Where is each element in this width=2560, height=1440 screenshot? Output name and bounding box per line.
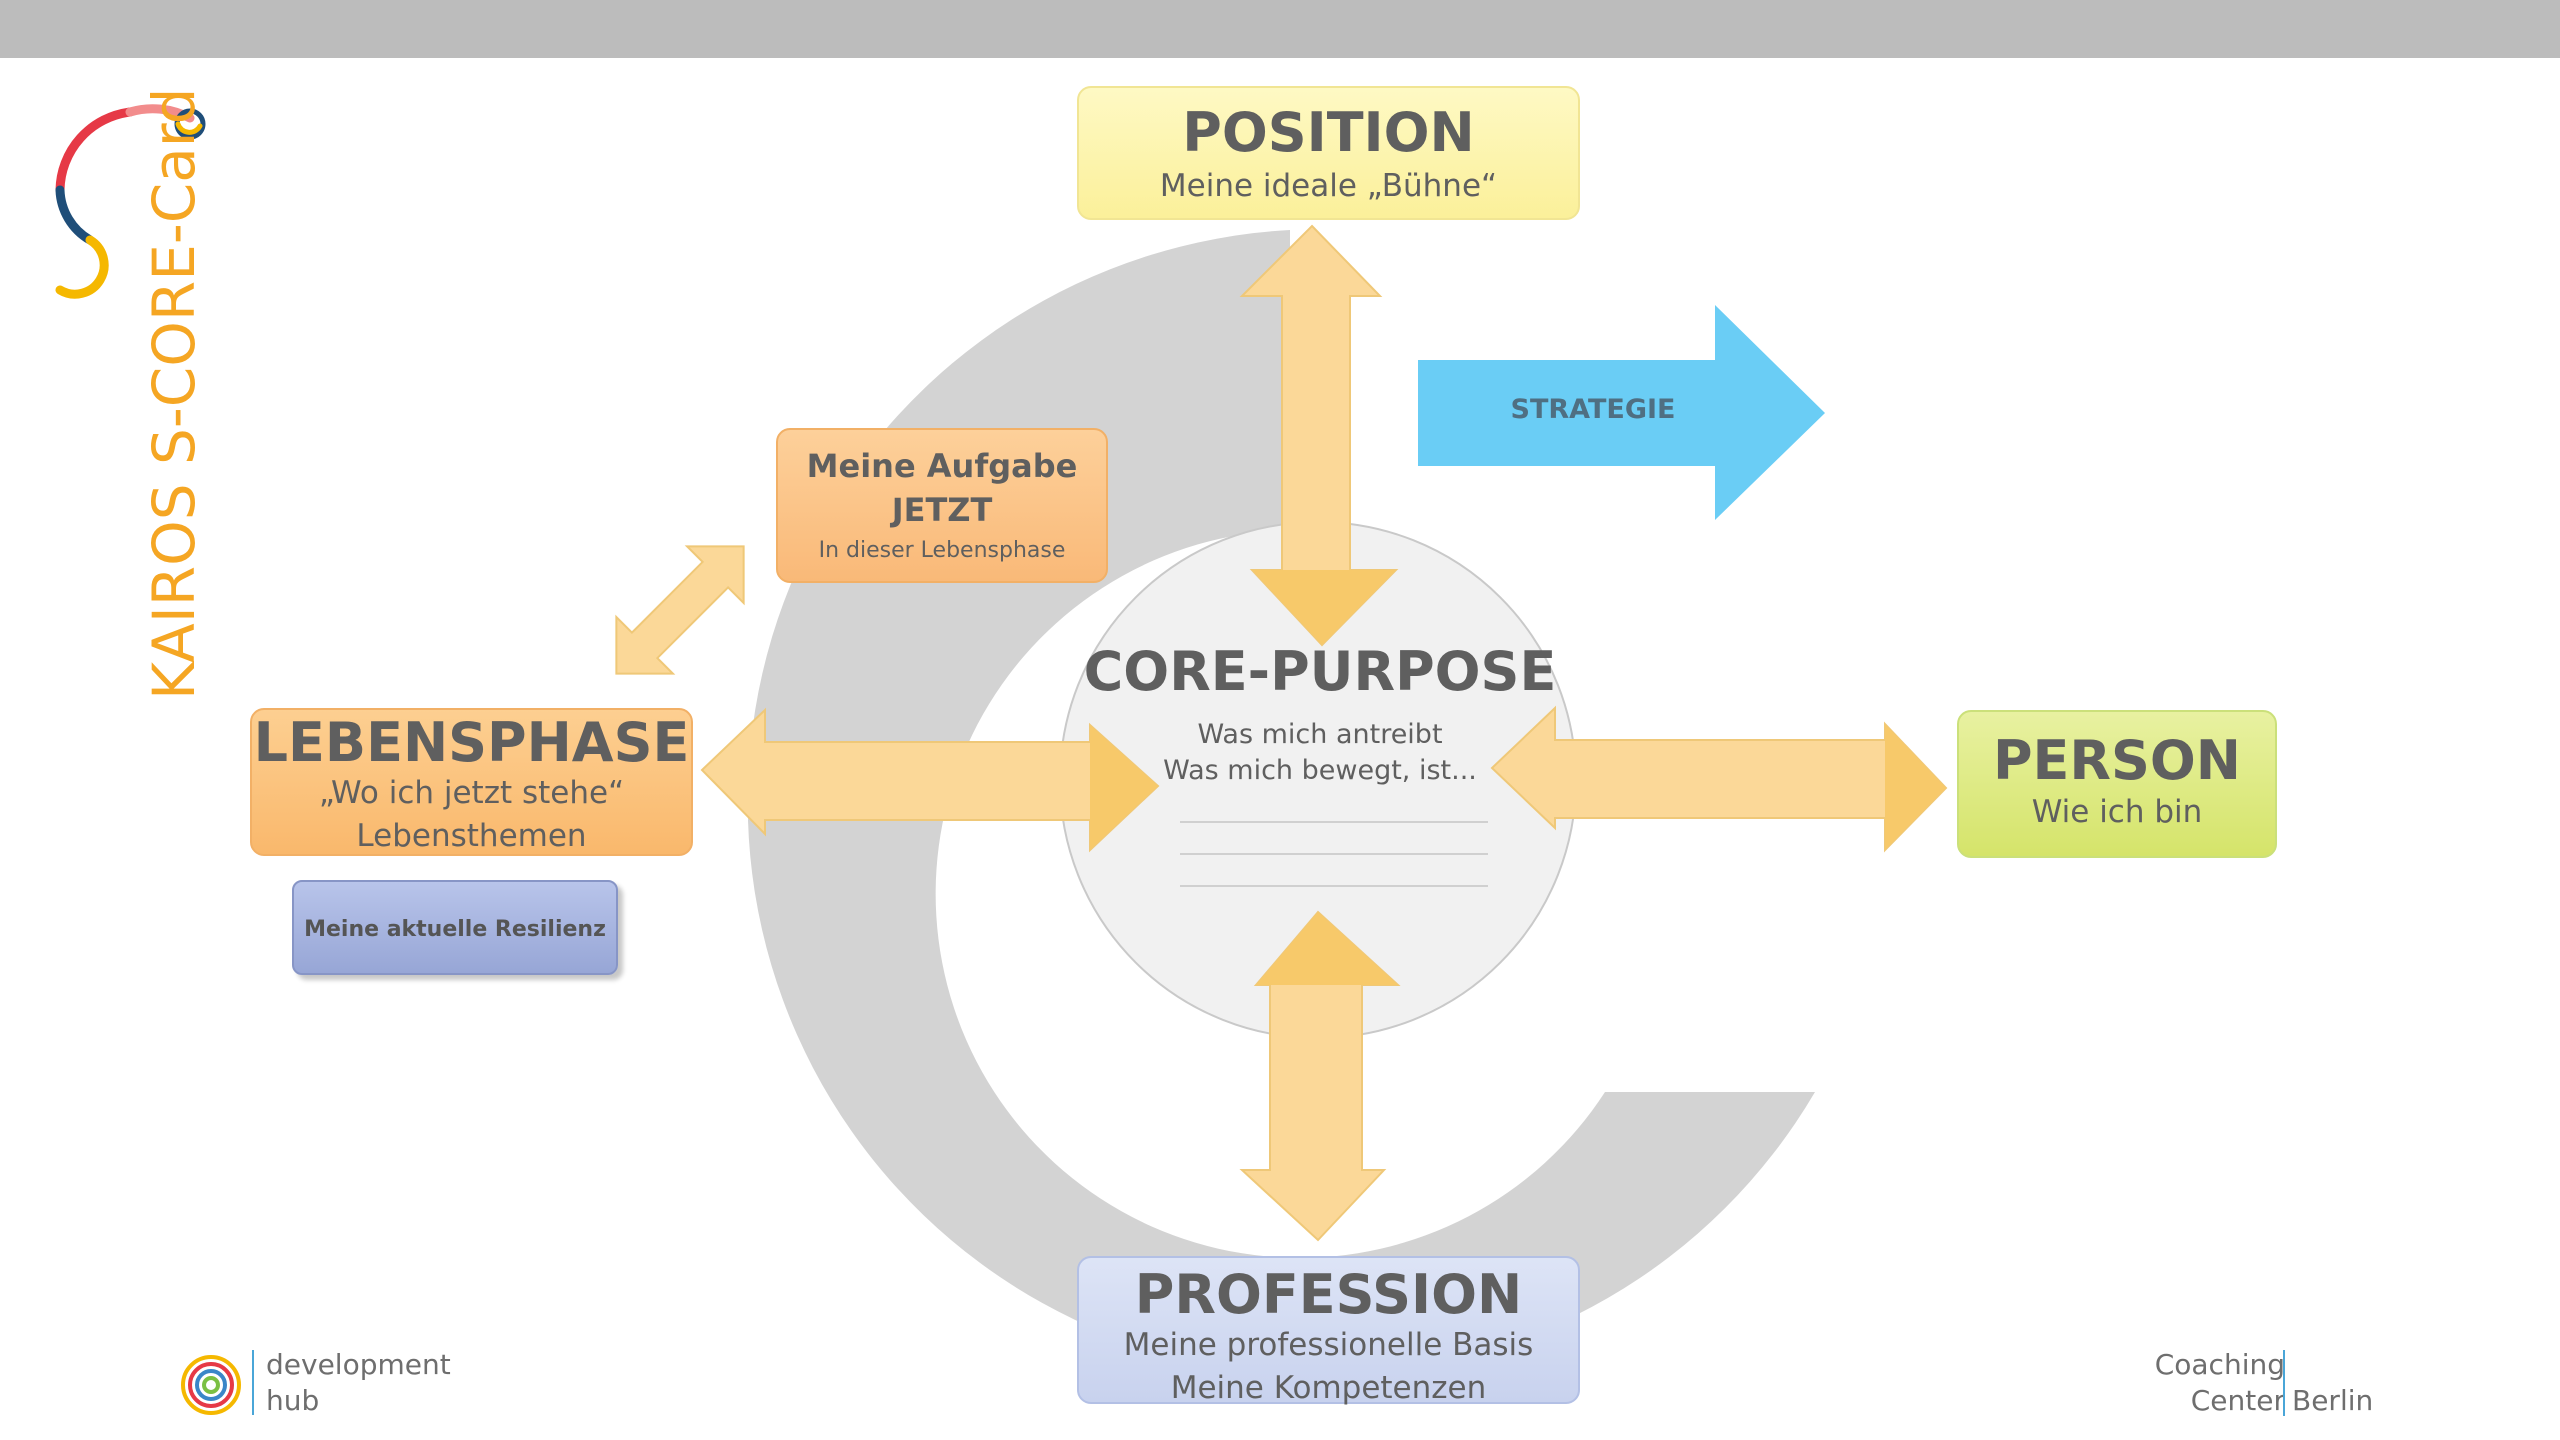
core-line1: Was mich antreibt (1197, 719, 1443, 750)
position-subtitle: Meine ideale „Bühne“ (1159, 168, 1498, 204)
arrow-core-person (1490, 705, 1948, 853)
ccb-line3: Berlin (2292, 1384, 2374, 1417)
aufgabe-line1: Meine Aufgabe (806, 447, 1078, 485)
aufgabe-line3: In dieser Lebensphase (818, 538, 1066, 564)
development-hub-logo-icon (181, 1355, 241, 1415)
profession-line2: Meine Kompetenzen (1170, 1369, 1487, 1406)
strategy-label: STRATEGIE (1510, 394, 1676, 425)
core-purpose: CORE-PURPOSE Was mich antreibt Was mich … (1060, 645, 1580, 790)
arrow-lebensphase-core (700, 707, 1160, 853)
aufgabe-box: Meine Aufgabe JETZT In dieser Lebensphas… (776, 428, 1108, 583)
top-bar (0, 0, 2560, 58)
development-hub-line2: hub (266, 1384, 320, 1417)
aufgabe-line2: JETZT (891, 491, 993, 530)
arrow-position-core (1239, 224, 1399, 647)
core-title: CORE-PURPOSE (1083, 640, 1557, 703)
brand-title: KAIROS S-CORE-Card (140, 87, 208, 700)
person-title: PERSON (1992, 729, 2242, 792)
ccb-line1: Coaching (2154, 1348, 2285, 1381)
core-line2: Was mich bewegt, ist... (1163, 755, 1477, 787)
profession-line1: Meine professionelle Basis (1123, 1327, 1534, 1363)
lebensphase-line2: Lebensthemen (356, 817, 587, 854)
coaching-center-berlin-logo: Coaching Center Berlin (2140, 1346, 2380, 1426)
kairos-logo (55, 104, 206, 299)
ccb-line2: Center (2190, 1384, 2285, 1417)
lebensphase-box: LEBENSPHASE „Wo ich jetzt stehe“ Lebenst… (250, 708, 693, 856)
position-title: POSITION (1182, 101, 1475, 164)
lebensphase-line1: „Wo ich jetzt stehe“ (318, 775, 625, 811)
resilienz-box: Meine aktuelle Resilienz (292, 880, 618, 975)
position-box: POSITION Meine ideale „Bühne“ (1077, 86, 1580, 220)
development-hub-line1: development (266, 1348, 451, 1381)
person-subtitle: Wie ich bin (2031, 794, 2203, 830)
lebensphase-title: LEBENSPHASE (253, 711, 690, 774)
profession-title: PROFESSION (1134, 1263, 1523, 1326)
person-box: PERSON Wie ich bin (1957, 710, 2277, 858)
ccb-divider (2283, 1350, 2285, 1416)
arrow-core-profession (1239, 910, 1401, 1242)
strategy-arrow (1418, 305, 1825, 520)
profession-box: PROFESSION Meine professionelle Basis Me… (1077, 1256, 1580, 1406)
resilienz-label: Meine aktuelle Resilienz (304, 917, 606, 942)
arrow-lebensphase-aufgabe (615, 545, 745, 675)
